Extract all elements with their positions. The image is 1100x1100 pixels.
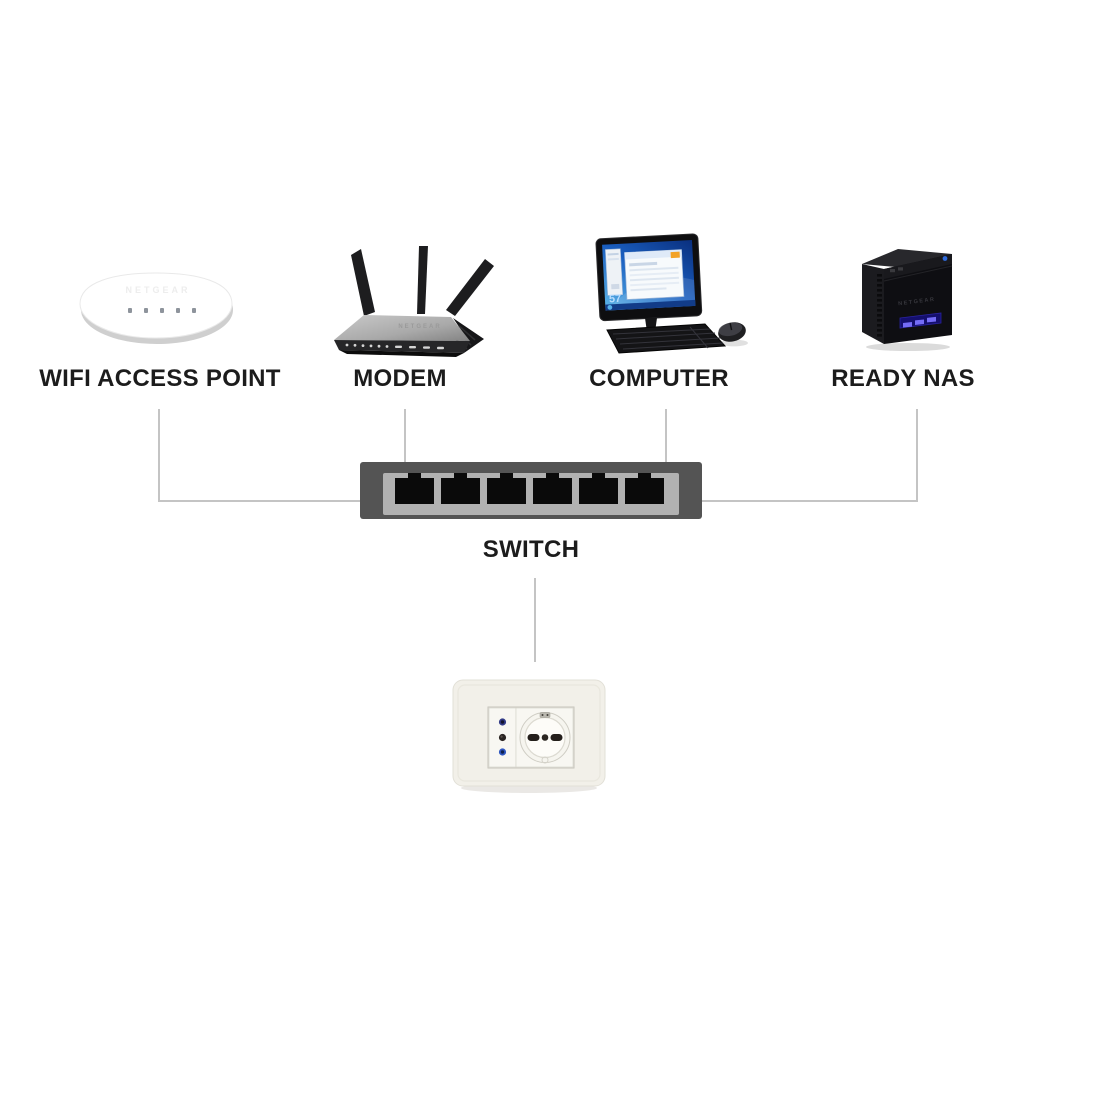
nas-brand-mark: NETGEAR	[898, 297, 936, 308]
connector-modem-vertical	[404, 409, 406, 462]
wifi-access-point-label: WIFI ACCESS POINT	[39, 365, 281, 392]
computer-keyboard-keys	[612, 326, 724, 350]
switch-device	[360, 462, 702, 519]
connector-nas-horizontal	[700, 500, 918, 502]
modem-brand-mark: NETGEAR	[398, 324, 441, 330]
ready-nas-illustration: NETGEAR	[862, 249, 953, 351]
computer-monitor: 57	[595, 233, 703, 322]
access-point-leds	[128, 308, 196, 313]
nas-control-strip	[884, 254, 952, 279]
access-point-body	[79, 272, 233, 339]
ethernet-port-6	[625, 473, 664, 504]
modem-antennas	[351, 246, 494, 316]
ethernet-port-5	[579, 473, 618, 504]
modem-illustration: NETGEAR	[334, 246, 494, 357]
computer-taskbar	[605, 299, 696, 311]
computer-screen-text: 57	[609, 293, 622, 306]
modem-top-face	[334, 315, 470, 341]
computer-mouse	[718, 322, 746, 342]
ethernet-port-3	[487, 473, 526, 504]
connector-computer-vertical	[665, 409, 667, 462]
modem-label: MODEM	[353, 365, 447, 392]
outlet-italian-socket-holes	[498, 718, 507, 756]
connector-wifi-horizontal	[158, 500, 362, 502]
switch-label: SWITCH	[482, 536, 580, 563]
ethernet-port-2	[441, 473, 480, 504]
ethernet-port-4	[533, 473, 572, 504]
wifi-access-point-illustration: NETGEAR	[79, 272, 233, 344]
connector-nas-vertical	[916, 409, 918, 502]
outlet-ground-clip	[539, 712, 551, 718]
computer-illustration: 57	[595, 233, 748, 354]
computer-label: COMPUTER	[589, 365, 729, 392]
modem-status-leds	[345, 343, 444, 350]
modem-base	[339, 350, 464, 357]
ethernet-port-1	[395, 473, 434, 504]
access-point-brand-mark: NETGEAR	[125, 285, 190, 295]
computer-keyboard	[606, 323, 727, 354]
modem-front-panel	[334, 340, 470, 353]
nas-top-face	[862, 249, 952, 269]
nas-lcd-segments	[903, 316, 936, 328]
outlet-schuko-holes	[527, 734, 563, 741]
power-outlet-illustration	[452, 679, 606, 793]
connector-wifi-vertical	[158, 409, 160, 502]
switch-port-panel	[383, 473, 679, 515]
connector-switch-outlet-vertical	[534, 578, 536, 662]
ready-nas-label: READY NAS	[831, 365, 975, 392]
nas-side-vents	[877, 274, 882, 337]
nas-power-led	[942, 256, 948, 261]
